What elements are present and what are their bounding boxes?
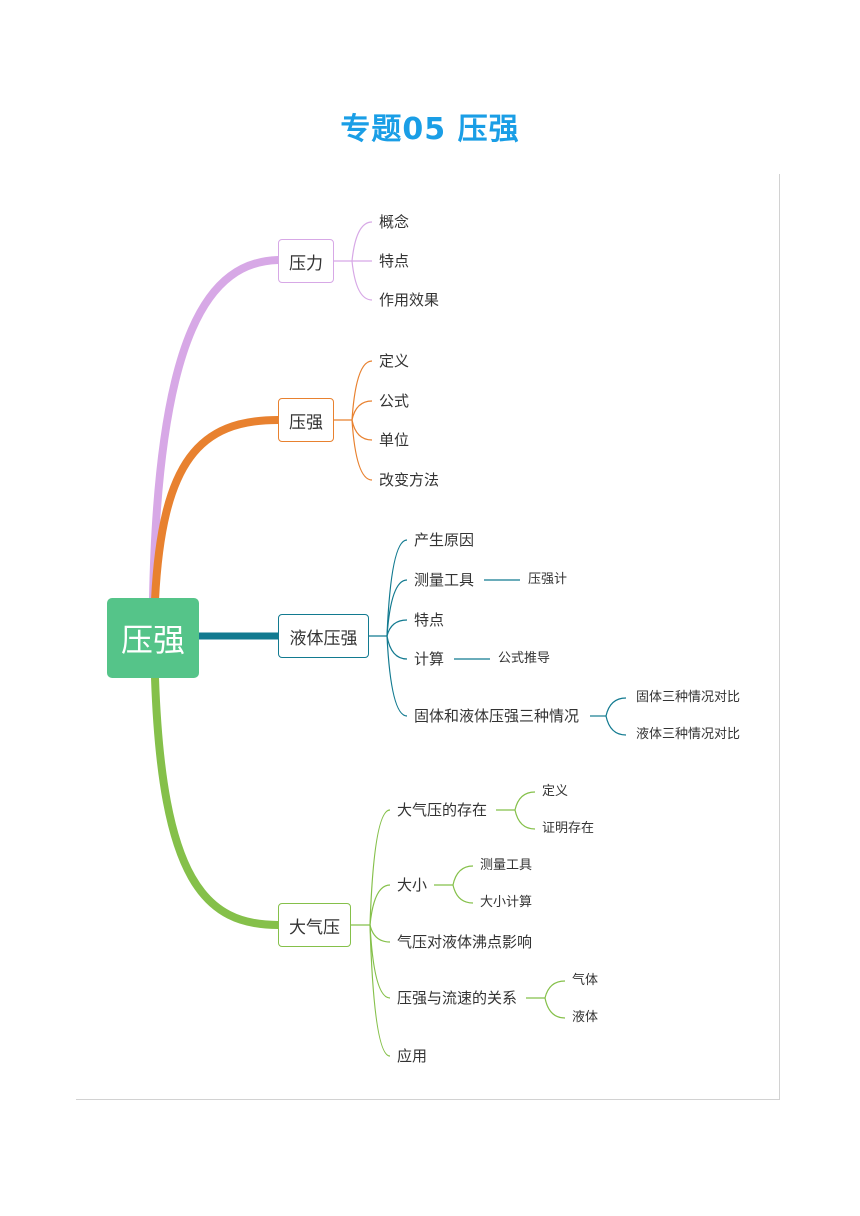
leaf-atm-measuring-tool[interactable]: 测量工具	[480, 858, 533, 873]
node-liquid-pressure[interactable]: 液体压强	[278, 614, 369, 658]
leaf-liquid-cases[interactable]: 液体三种情况对比	[636, 727, 741, 742]
leaf-definition[interactable]: 定义	[379, 352, 410, 370]
node-pressure[interactable]: 压强	[278, 398, 334, 442]
leaf-magnitude-calculation[interactable]: 大小计算	[480, 895, 533, 910]
leaf-manometer[interactable]: 压强计	[528, 572, 568, 587]
leaf-prove-existence[interactable]: 证明存在	[542, 821, 595, 836]
leaf-application[interactable]: 应用	[397, 1047, 428, 1065]
leaf-gas[interactable]: 气体	[572, 973, 599, 988]
leaf-unit[interactable]: 单位	[379, 431, 410, 449]
root-node[interactable]: 压强	[107, 598, 199, 678]
connector-root-to-pressure	[151, 416, 282, 604]
leaf-liquid-characteristics[interactable]: 特点	[414, 611, 445, 629]
leaf-formula[interactable]: 公式	[379, 392, 410, 410]
frame-border-right	[779, 174, 780, 1100]
node-atmospheric-pressure[interactable]: 大气压	[278, 903, 351, 947]
leaf-solid-cases[interactable]: 固体三种情况对比	[636, 690, 741, 705]
leaf-measuring-tool[interactable]: 测量工具	[414, 571, 475, 589]
node-pressure-force[interactable]: 压力	[278, 239, 334, 283]
leaf-liquid[interactable]: 液体	[572, 1010, 599, 1025]
page-title: 专题05 压强	[340, 112, 520, 147]
leaf-effect[interactable]: 作用效果	[379, 291, 440, 309]
leaf-formula-derivation[interactable]: 公式推导	[498, 651, 551, 666]
leaf-concept[interactable]: 概念	[379, 213, 410, 231]
leaf-cause[interactable]: 产生原因	[414, 531, 475, 549]
leaf-change-methods[interactable]: 改变方法	[379, 471, 440, 489]
leaf-magnitude[interactable]: 大小	[397, 876, 428, 894]
leaf-atm-definition[interactable]: 定义	[542, 784, 569, 799]
leaf-calculation[interactable]: 计算	[414, 650, 445, 668]
frame-border-bottom	[76, 1099, 780, 1100]
leaf-existence[interactable]: 大气压的存在	[397, 801, 488, 819]
connector-root-to-pressure-force	[149, 256, 282, 604]
leaf-flow-relation[interactable]: 压强与流速的关系	[397, 989, 518, 1007]
leaf-three-cases[interactable]: 固体和液体压强三种情况	[414, 707, 580, 725]
leaf-boiling-point[interactable]: 气压对液体沸点影响	[397, 933, 533, 951]
connector-root-to-atmospheric-pressure	[151, 674, 282, 929]
leaf-characteristics[interactable]: 特点	[379, 252, 410, 270]
